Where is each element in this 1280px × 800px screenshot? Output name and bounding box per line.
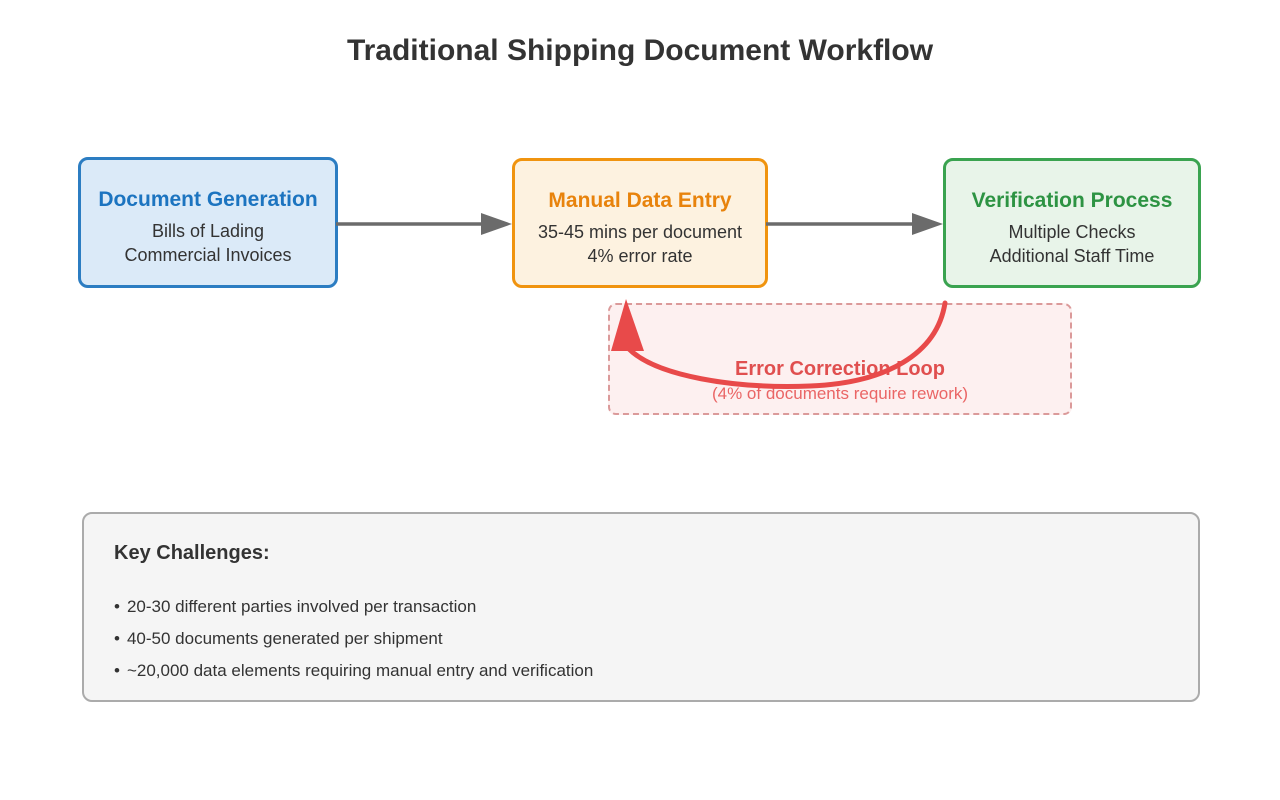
node-manual-data-entry-detail-1: 35-45 mins per document [537,221,743,242]
node-document-generation-detail-1: Bills of Lading [151,221,265,241]
node-verification-process: Verification Process Multiple Checks Add… [943,158,1201,288]
bullet-marker: • [114,597,120,616]
flow-arrow-icon [766,213,943,235]
page-title: Traditional Shipping Document Workflow [346,34,934,67]
node-manual-data-entry-detail-2: 4% error rate [587,245,693,266]
key-challenges-panel: Key Challenges: • 20-30 different parties… [82,512,1200,702]
error-correction-loop-region: Error Correction Loop (4% of documents r… [608,303,1072,415]
bullet-marker: • [114,661,120,680]
node-verification-process-title: Verification Process [971,188,1173,212]
error-loop-title: Error Correction Loop [734,358,945,380]
challenge-text: 40-50 documents generated per shipment [126,629,443,648]
challenge-item: • ~20,000 data elements requiring manual … [114,655,1168,687]
challenge-text: 20-30 different parties involved per tra… [126,597,477,616]
challenge-text: ~20,000 data elements requiring manual e… [126,661,594,680]
flow-arrow-icon [336,213,512,235]
node-document-generation-title: Document Generation [98,188,318,211]
bullet-marker: • [114,629,120,648]
node-manual-data-entry-title: Manual Data Entry [548,188,732,212]
challenge-item: • 40-50 documents generated per shipment [114,623,1168,655]
node-verification-process-detail-2: Additional Staff Time [989,245,1155,266]
node-verification-process-detail-1: Multiple Checks [1008,221,1136,242]
challenge-item: • 20-30 different parties involved per tr… [114,591,1168,623]
key-challenges-heading: Key Challenges: [114,542,270,564]
error-loop-subtitle: (4% of documents require rework) [711,384,969,403]
node-document-generation-detail-2: Commercial Invoices [124,245,292,265]
node-manual-data-entry: Manual Data Entry 35-45 mins per documen… [512,158,768,288]
node-document-generation: Document Generation Bills of Lading Comm… [78,157,338,288]
